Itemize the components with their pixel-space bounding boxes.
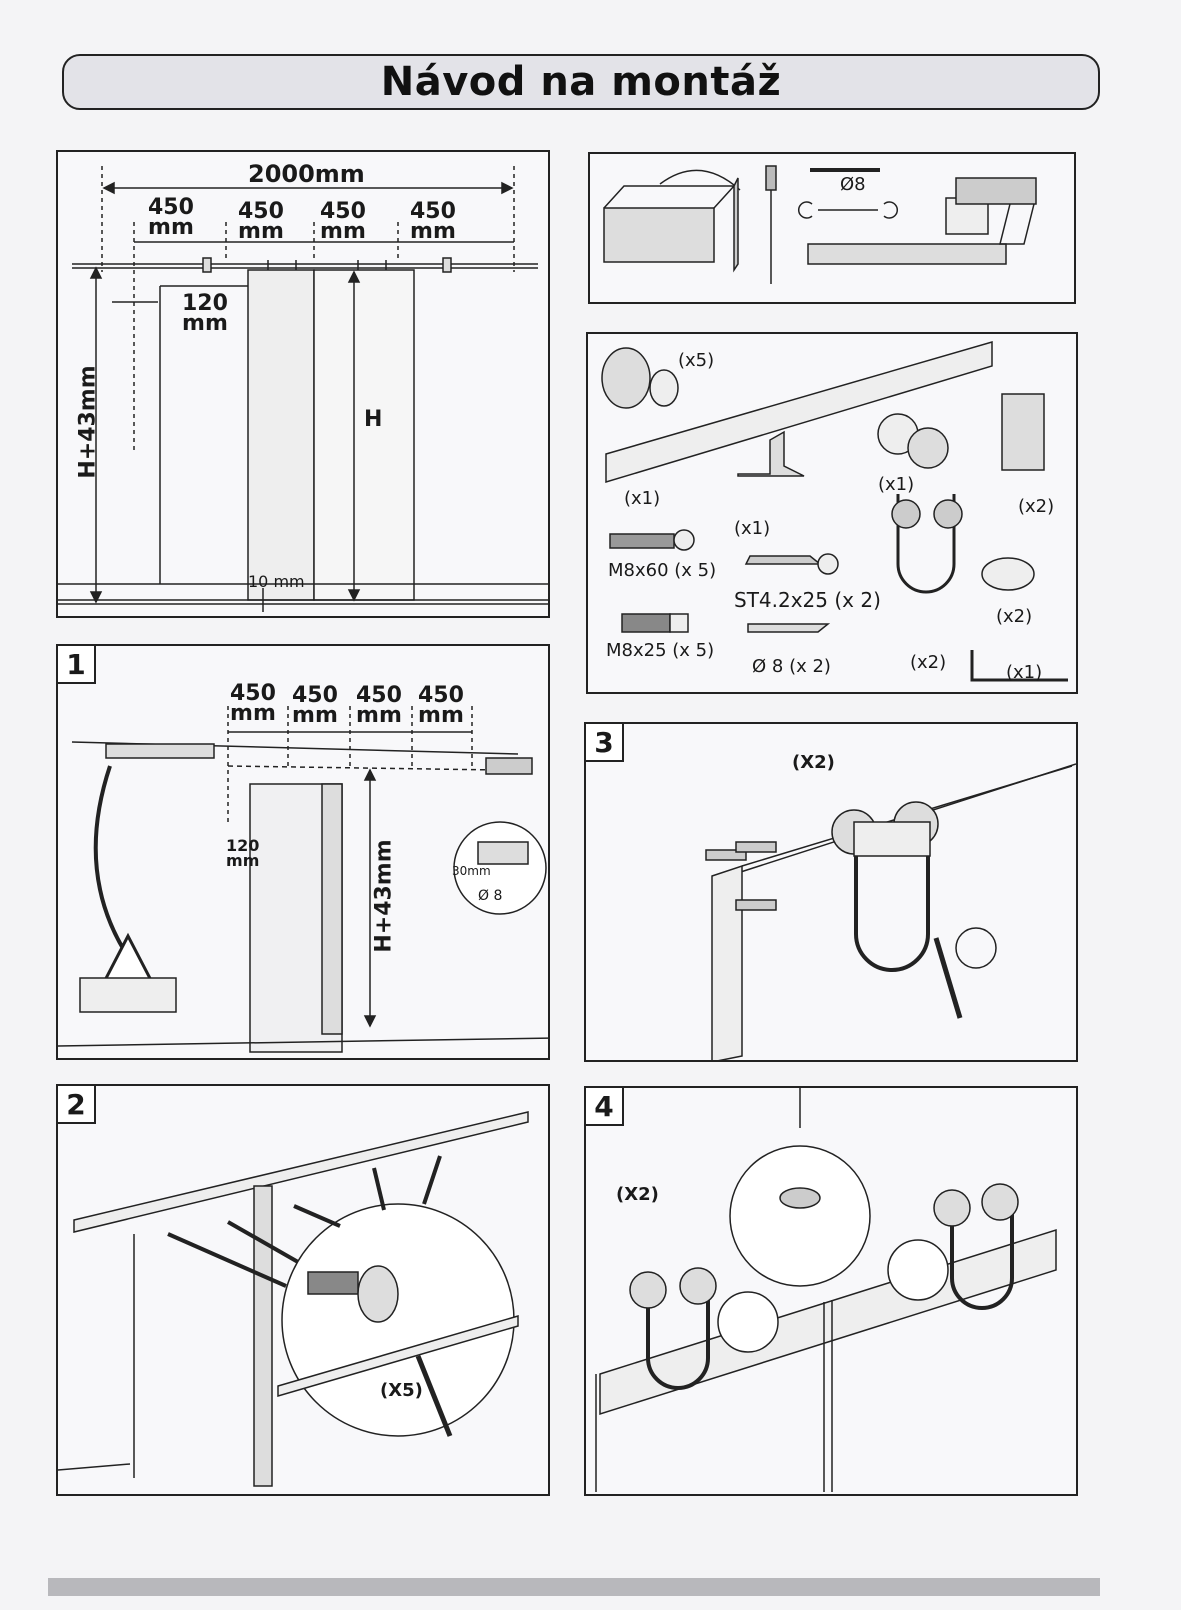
drill-bit-label: Ø8 xyxy=(840,174,866,195)
quantity-label: (X2) xyxy=(792,752,835,773)
gap-dim: 10 mm xyxy=(248,572,305,591)
anchor-label: Ø 8 (x 2) xyxy=(752,656,831,677)
step-number: 3 xyxy=(586,724,624,762)
quantity-label: (X5) xyxy=(380,1380,423,1401)
hanger-qty: (x2) xyxy=(910,652,947,673)
page-title: Návod na montáž xyxy=(380,59,782,105)
step-4-panel: 4 (X2) xyxy=(584,1086,1078,1496)
step-number: 2 xyxy=(58,1086,96,1124)
step-3-panel: 3 (X2) xyxy=(584,722,1078,1062)
bracket-qty: (x2) xyxy=(1018,496,1055,517)
title-bar: Návod na montáž xyxy=(62,54,1100,110)
step-number: 4 xyxy=(586,1088,624,1126)
spacing-4: 450 mm xyxy=(410,199,456,244)
bolt-short-label: M8x25 (x 5) xyxy=(606,640,715,661)
bolt-long-label: M8x60 (x 5) xyxy=(608,560,717,581)
height-dim: H+43mm xyxy=(371,839,397,953)
spacing-4: 450 mm xyxy=(418,683,464,728)
step-4-diagram xyxy=(595,1088,1057,1492)
overview-diagram xyxy=(58,166,548,612)
parts-panel: (x5) (x1) (x1) (x1) (x2) M8x60 (x 5) ST4… xyxy=(586,332,1078,694)
key-qty: (x1) xyxy=(1006,662,1043,683)
h-dim: H xyxy=(364,407,383,432)
guide-qty: (x1) xyxy=(734,518,771,539)
quantity-label: (X2) xyxy=(616,1184,659,1205)
stopper-qty: (x2) xyxy=(996,606,1033,627)
drill-dia: Ø 8 xyxy=(478,888,503,904)
spacing-1: 450 mm xyxy=(230,681,276,726)
overview-panel: 2000mm 450 mm 450 mm 450 mm 450 mm 120 m… xyxy=(56,150,550,618)
spacing-1: 450 mm xyxy=(148,195,194,240)
offset-dim: 120 mm xyxy=(182,291,228,336)
spacing-3: 450 mm xyxy=(320,199,366,244)
drill-depth: 30mm xyxy=(452,864,491,878)
spacing-2: 450 mm xyxy=(292,683,338,728)
step-2-panel: 2 (X5) xyxy=(56,1084,550,1496)
stop-qty: (x1) xyxy=(878,474,915,495)
step-3-diagram xyxy=(705,763,1076,1060)
total-width: 2000mm xyxy=(248,160,365,188)
step-1-panel: 1 450 mm 450 mm 450 mm 450 mm 120 xyxy=(56,644,550,1060)
rail-qty: (x1) xyxy=(624,488,661,509)
step-1-diagram xyxy=(58,706,548,1053)
spacer-qty: (x5) xyxy=(678,350,715,371)
footer-bar xyxy=(48,1578,1100,1596)
tools-diagram xyxy=(603,165,1037,284)
step-number: 1 xyxy=(58,646,96,684)
parts-diagram xyxy=(601,341,1068,682)
height-dim: H+43mm xyxy=(75,365,101,479)
screw-label: ST4.2x25 (x 2) xyxy=(734,588,881,612)
spacing-3: 450 mm xyxy=(356,683,402,728)
spacing-2: 450 mm xyxy=(238,199,284,244)
step-2-diagram xyxy=(58,1111,529,1487)
offset-dim: 120 mm xyxy=(226,836,260,870)
tools-panel: Ø8 xyxy=(588,152,1076,304)
